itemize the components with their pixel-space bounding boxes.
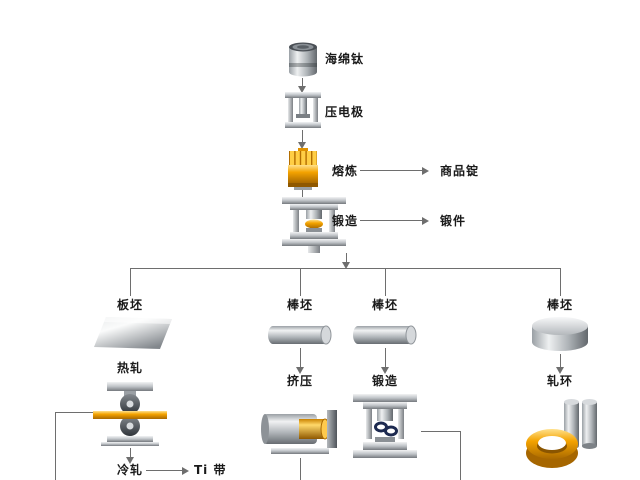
connector-forging-to-forgings bbox=[360, 220, 422, 221]
connector-left-continuation bbox=[55, 412, 56, 480]
label-press-electrode: 压电极 bbox=[325, 105, 365, 119]
distribution-line bbox=[130, 268, 561, 269]
connector-billet-to-forging2 bbox=[385, 348, 386, 367]
connector-billet-to-extrusion bbox=[300, 348, 301, 367]
label-sponge-titanium: 海绵钛 bbox=[325, 52, 365, 66]
ring-rolling-icon bbox=[524, 396, 600, 470]
label-forging-2: 锻造 bbox=[371, 374, 398, 388]
arrowhead-down-icon bbox=[381, 367, 389, 374]
billet-disc-icon bbox=[531, 316, 589, 352]
label-commercial-ingot: 商品锭 bbox=[440, 164, 480, 178]
arrowhead-right-icon bbox=[422, 217, 429, 225]
connector-melting-to-ingot bbox=[360, 170, 422, 171]
branch-drop-slab bbox=[130, 268, 131, 296]
forging-press-icon bbox=[280, 197, 348, 253]
label-bar-billet-2: 棒坯 bbox=[371, 298, 398, 312]
connector-drum-to-press bbox=[302, 78, 303, 86]
arrowhead-right-icon bbox=[422, 167, 429, 175]
forging-press-2-icon bbox=[349, 394, 421, 464]
label-melting: 熔炼 bbox=[332, 164, 359, 178]
connector-mill-output-left bbox=[55, 412, 93, 413]
slab-icon bbox=[94, 316, 172, 350]
melting-furnace-icon bbox=[284, 148, 322, 190]
arrowhead-down-icon bbox=[342, 262, 350, 269]
label-extrusion: 挤压 bbox=[286, 374, 313, 388]
arrowhead-right-icon bbox=[182, 467, 189, 475]
label-bar-billet-1: 棒坯 bbox=[286, 298, 313, 312]
label-hot-rolling: 热轧 bbox=[116, 361, 143, 375]
label-ring-rolling: 轧环 bbox=[546, 374, 573, 388]
electrode-press-icon bbox=[283, 92, 323, 128]
branch-drop-billet-3 bbox=[560, 268, 561, 296]
branch-drop-billet-1 bbox=[300, 268, 301, 296]
arrowhead-down-icon bbox=[296, 367, 304, 374]
label-forgings: 锻件 bbox=[440, 214, 467, 228]
connector-melting-to-forging bbox=[302, 190, 303, 197]
connector-mill-to-cold-rolling bbox=[130, 448, 131, 457]
connector-forging2-right bbox=[421, 431, 460, 432]
label-forging: 锻造 bbox=[332, 214, 359, 228]
label-bar-billet-3: 棒坯 bbox=[546, 298, 573, 312]
bar-billet-icon bbox=[268, 325, 332, 345]
connector-extrusion-continuation bbox=[300, 458, 301, 480]
connector-cold-rolling-to-strip bbox=[146, 470, 182, 471]
arrowhead-down-icon bbox=[298, 86, 306, 93]
arrowhead-down-icon bbox=[556, 367, 564, 374]
connector-forging2-continuation bbox=[460, 431, 461, 480]
arrowhead-down-icon bbox=[298, 142, 306, 149]
connector-press-to-melting bbox=[302, 130, 303, 142]
bar-billet-icon bbox=[353, 325, 417, 345]
hot-rolling-mill-icon bbox=[93, 382, 167, 446]
connector-forging-to-distribution bbox=[346, 253, 347, 262]
sponge-titanium-drum-icon bbox=[288, 40, 318, 78]
label-cold-rolling: 冷轧 bbox=[116, 463, 143, 477]
arrowhead-down-icon bbox=[126, 457, 134, 464]
branch-drop-billet-2 bbox=[385, 268, 386, 296]
extrusion-press-icon bbox=[261, 406, 341, 458]
connector-disc-to-ring-rolling bbox=[560, 354, 561, 367]
label-slab: 板坯 bbox=[116, 298, 143, 312]
label-ti-strip: Ti 带 bbox=[194, 463, 227, 477]
